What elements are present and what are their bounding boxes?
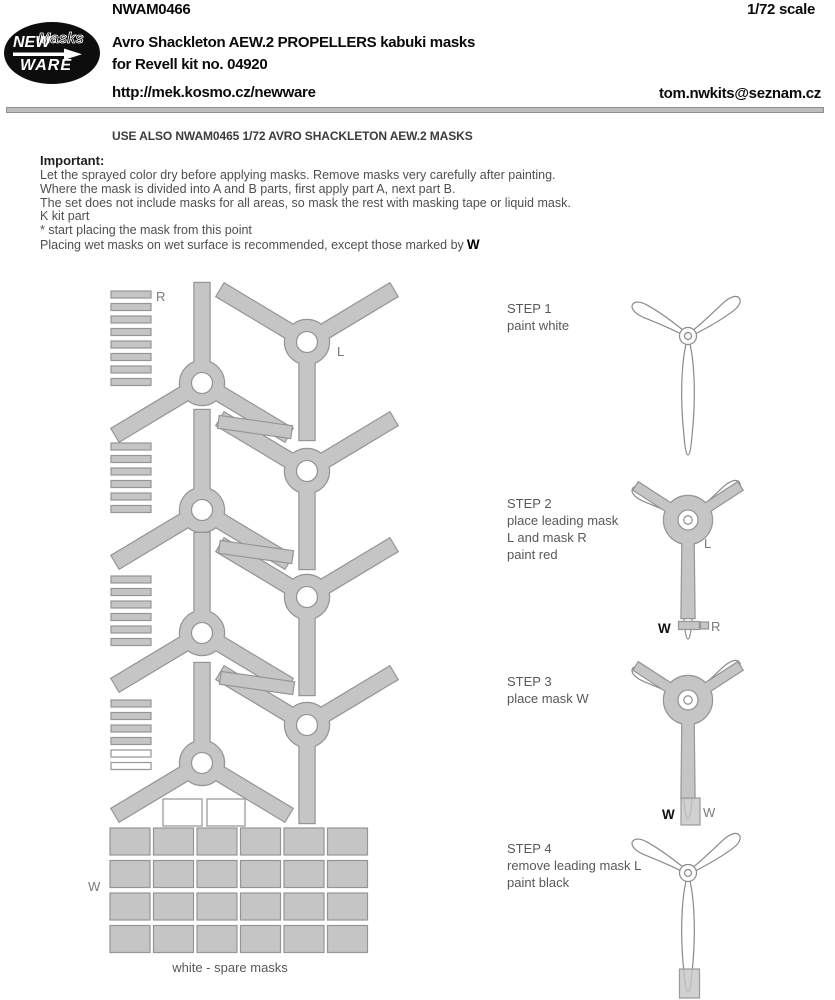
stripe-group-c <box>110 575 152 647</box>
sheet-label-l: L <box>337 344 344 359</box>
propeller-mask-right-3 <box>215 537 399 697</box>
step2-instructions: STEP 2 place leading mask L and mask R p… <box>507 495 618 563</box>
note-line-wet: Placing wet masks on wet surface is reco… <box>40 236 571 252</box>
step2-label-w: W <box>658 621 671 636</box>
logo-new-text: NEW <box>13 34 52 51</box>
step3-label-w-bold: W <box>662 807 675 822</box>
header-divider <box>6 107 824 113</box>
step-title: STEP 3 <box>507 674 552 689</box>
step1-instructions: STEP 1 paint white <box>507 300 569 334</box>
logo-masks-text: Masks <box>38 30 84 47</box>
logo-arrow-icon <box>13 48 82 60</box>
note-line: Let the sprayed color dry before applyin… <box>40 168 556 182</box>
note-line: K kit part <box>40 209 90 224</box>
step4-propeller-figure <box>630 831 744 999</box>
tip-mask-w <box>678 968 701 999</box>
step-line: L and mask R <box>507 530 587 545</box>
note-line: Where the mask is divided into A and B p… <box>40 181 456 196</box>
tip-mask-r <box>677 620 701 631</box>
scale-label: 1/72 scale <box>747 1 815 18</box>
step1-propeller-figure <box>630 294 744 455</box>
step-line: place leading mask <box>507 513 619 528</box>
step-title: STEP 1 <box>507 301 552 316</box>
note-line: * start placing the mask from this point <box>40 223 252 238</box>
spare-masks-caption: white - spare masks <box>172 960 288 975</box>
propeller-mask-left-2 <box>110 408 294 570</box>
email-address: tom.nwkits@seznam.cz <box>658 85 821 102</box>
step3-propeller-figure: W W <box>630 658 744 826</box>
propeller-mask-right-1 <box>215 282 399 442</box>
spare-mask-square <box>206 798 246 827</box>
step-line: paint red <box>507 547 558 562</box>
step2-propeller-figure: L W R <box>630 478 744 639</box>
step3-instructions: STEP 3 place mask W <box>507 673 589 707</box>
stripe-group-b <box>110 442 152 514</box>
logo-ware-text: WARE <box>20 57 72 74</box>
step-title: STEP 2 <box>507 496 552 511</box>
tip-mask-w <box>680 797 701 826</box>
step4-instructions: STEP 4 remove leading mask L paint black <box>507 840 641 891</box>
sheet-label-w: W <box>88 879 101 894</box>
title-line-1: Avro Shackleton AEW.2 PROPELLERS kabuki … <box>112 34 476 51</box>
sheet-label-r: R <box>156 289 165 304</box>
website-link: http://mek.kosmo.cz/newware <box>112 84 316 101</box>
step2-label-l: L <box>704 536 711 551</box>
step2-label-r: R <box>711 619 720 634</box>
propeller-mask-left-4 <box>110 661 294 823</box>
propeller-mask-right-4 <box>215 665 399 825</box>
spare-mask-square <box>162 798 203 827</box>
use-also-notice: USE ALSO NWAM0465 1/72 AVRO SHACKLETON A… <box>112 129 473 143</box>
step3-label-w: W <box>703 805 716 820</box>
wet-line-text: Placing wet masks on wet surface is reco… <box>40 237 464 252</box>
w-mask-grid <box>109 827 369 954</box>
step-title: STEP 4 <box>507 841 552 856</box>
wet-w-mark: W <box>466 236 480 252</box>
important-notes: Let the sprayed color dry before applyin… <box>40 168 571 252</box>
propeller-mask-left-1 <box>110 281 294 443</box>
propeller-mask-left-3 <box>110 531 294 693</box>
step-line: paint black <box>507 875 570 890</box>
stripe-group-a <box>110 290 152 387</box>
tip-mask-tab <box>699 621 710 630</box>
newware-logo-icon: Masks NEW WARE <box>4 22 100 84</box>
step-line: place mask W <box>507 691 589 706</box>
product-code: NWAM0466 <box>112 1 191 18</box>
step-line: paint white <box>507 318 570 333</box>
stripe-group-d <box>110 699 152 771</box>
note-line: The set does not include masks for all a… <box>40 195 571 210</box>
title-line-2: for Revell kit no. 04920 <box>112 56 268 73</box>
important-heading: Important: <box>40 153 105 168</box>
step-line: remove leading mask L <box>507 858 642 873</box>
propeller-mask-right-2 <box>215 411 399 571</box>
